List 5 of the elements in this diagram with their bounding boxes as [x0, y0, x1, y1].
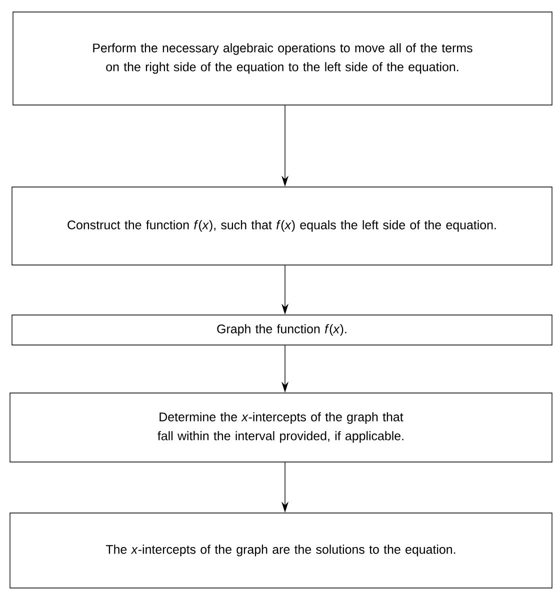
process-box: Construct the function f(x), such that f(x) equals the left side of the equation. [12, 186, 552, 266]
process-box: Perform the necessary algebraic operations to move all of the terms on the right side of the equation to the left side of the equation. [12, 12, 552, 106]
process-box: The x-intercepts of the graph are the solutions to the equation. [10, 512, 552, 588]
process-box: Graph the function f(x). [12, 314, 552, 346]
process-box: Determine the x-intercepts of the graph that fall within the interval provided, if applicable. [10, 392, 552, 462]
